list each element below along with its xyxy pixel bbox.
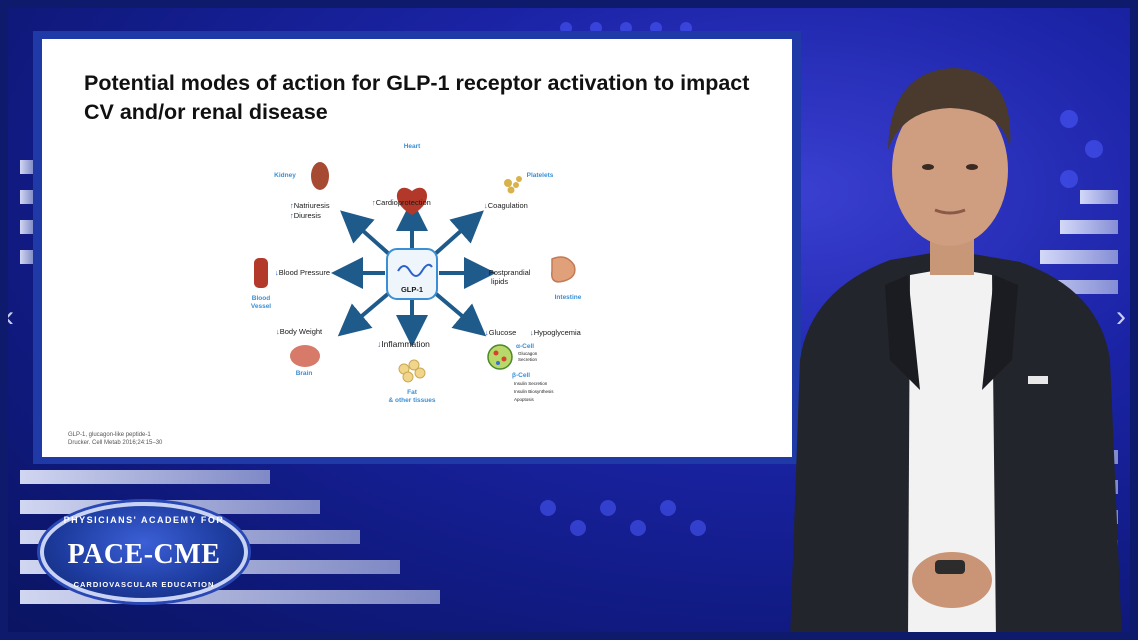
brain-icon [290, 345, 320, 367]
platelets-icon [504, 176, 522, 194]
down-arrow-icon: ↓ [485, 268, 489, 277]
intestine-icon [551, 256, 576, 283]
bg-dot [1060, 170, 1078, 188]
bg-dot [1060, 110, 1078, 128]
fat-label: Fat & other tissues [388, 389, 436, 404]
postprandial-lipids-label: ↓Postprandial lipids [485, 268, 531, 286]
heart-icon [396, 187, 428, 215]
blood-vessel-icon [254, 258, 268, 288]
down-arrow-icon: ↓ [484, 201, 488, 210]
down-arrow-icon: ↓ [275, 268, 279, 277]
up-arrow-icon: ↑ [372, 198, 376, 207]
next-slide-arrow-icon[interactable]: › [1116, 300, 1126, 333]
natriuresis-label: ↑Natriuresis [290, 201, 330, 210]
intestine-label: Intestine [554, 294, 582, 301]
bg-dot [540, 500, 556, 516]
bg-stripe [20, 250, 34, 264]
alpha-cell-label: α-Cell [516, 343, 535, 350]
apoptosis-label: Apoptosis [514, 397, 534, 402]
brain-label: Brain [295, 370, 313, 377]
blood-pressure-label: ↓Blood Pressure [275, 268, 331, 277]
bg-stripe [20, 190, 34, 204]
pace-cme-logo: PHYSICIANS' ACADEMY FOR PACE-CME CARDIOV… [40, 502, 248, 602]
up-arrow-icon: ↑ [290, 211, 294, 220]
presenter-hands [912, 552, 992, 608]
logo-main-text: PACE-CME [67, 539, 221, 570]
up-arrow-icon: ↑ [290, 201, 294, 210]
bg-stripe [1060, 220, 1118, 234]
presenter-hair [888, 68, 1011, 150]
down-arrow-icon: ↓ [276, 327, 280, 336]
bg-stripe [1040, 250, 1118, 264]
presenter-video [790, 68, 1122, 640]
bg-stripe [20, 160, 34, 174]
presenter-shirt [908, 268, 996, 640]
fat-cells-icon [398, 359, 426, 383]
bg-dot [660, 500, 676, 516]
bg-dot [690, 520, 706, 536]
glp1-center-label: GLP-1 [400, 285, 424, 294]
slide: Potential modes of action for GLP-1 rece… [42, 39, 792, 457]
bg-dot [570, 520, 586, 536]
bg-stripe [20, 220, 34, 234]
peptide-icon [397, 263, 433, 277]
bg-dot [600, 500, 616, 516]
kidney-icon [311, 162, 329, 190]
prev-slide-arrow-icon[interactable]: ‹ [4, 300, 14, 333]
insulin-biosynthesis-label: Insulin Biosynthesis [514, 389, 554, 394]
logo-bottom-text: CARDIOVASCULAR EDUCATION [73, 580, 215, 589]
inflammation-label: ↓Inflammation [377, 339, 430, 349]
slide-title: Potential modes of action for GLP-1 rece… [84, 71, 750, 124]
insulin-secretion-label: Insulin Secretion [514, 381, 548, 386]
pancreatic-islet-icon [487, 344, 513, 370]
down-arrow-icon: ↓ [530, 328, 534, 337]
arrows [331, 199, 496, 347]
hypoglycemia-label: ↓Hypoglycemia [530, 328, 581, 337]
bg-dot [1085, 140, 1103, 158]
down-arrow-icon: ↓ [377, 339, 382, 349]
glucose-label: ↓Glucose [485, 328, 517, 337]
coagulation-label: ↓Coagulation [484, 201, 528, 210]
glp1-diagram [254, 162, 576, 383]
glucagon-secretion-label: Glucagon Secretion [518, 351, 538, 362]
platelets-label: Platelets [526, 172, 554, 179]
beta-cell-label: β-Cell [512, 372, 531, 379]
diuresis-label: ↑Diuresis [290, 211, 321, 220]
cardioprotection-label: ↑Cardioprotection [372, 198, 431, 207]
presenter-face [892, 94, 1008, 246]
heart-label: Heart [403, 143, 421, 150]
logo-top-text: PHYSICIANS' ACADEMY FOR [63, 515, 225, 525]
blood-vessel-label: Blood Vessel [250, 295, 272, 310]
bg-dot [630, 520, 646, 536]
bg-stripe [20, 470, 270, 484]
kidney-label: Kidney [274, 172, 296, 179]
body-weight-label: ↓Body Weight [276, 327, 323, 336]
clicker-icon [935, 560, 965, 574]
down-arrow-icon: ↓ [485, 328, 489, 337]
slide-footnote: GLP-1, glucagon-like peptide-1 Drucker. … [68, 432, 163, 446]
bg-stripe [1080, 190, 1118, 204]
